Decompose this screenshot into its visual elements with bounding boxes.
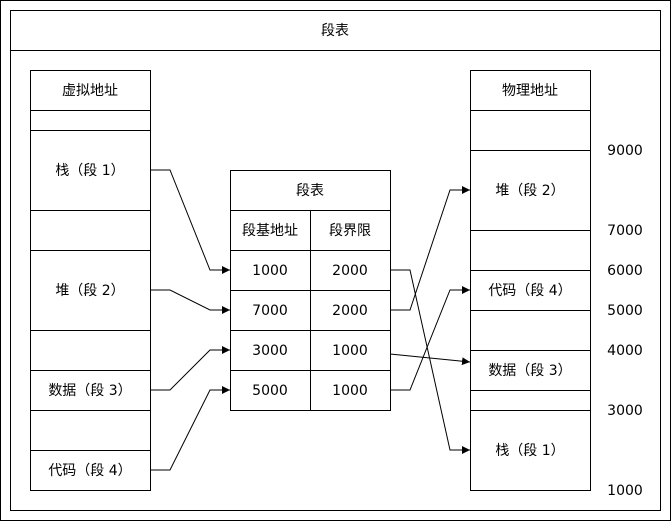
- address-label: 9000: [607, 143, 643, 159]
- physical-cell-label: 数据（段 3）: [488, 363, 571, 379]
- row-base: 7000: [252, 303, 288, 319]
- address-label: 5000: [607, 303, 643, 319]
- address-label: 4000: [607, 343, 643, 359]
- physical-cell: [470, 150, 591, 231]
- arrow-row3-to-data: [389, 353, 471, 366]
- address-labels: 9000 7000 6000 5000 4000 3000 1000: [607, 143, 643, 499]
- virtual-cell: [30, 450, 151, 491]
- row-base: 1000: [252, 263, 288, 279]
- physical-header: 物理地址: [502, 83, 558, 99]
- physical-address-column: 物理地址 堆（段 2） 代码（段 4） 数据（段 3） 栈（段 1）: [470, 70, 591, 491]
- virtual-cell: [30, 410, 151, 451]
- virtual-cell-label: 栈（段 1）: [55, 163, 124, 179]
- row-limit: 2000: [332, 303, 368, 319]
- row-limit: 2000: [332, 263, 368, 279]
- virtual-cell-label: 数据（段 3）: [48, 383, 131, 399]
- col-header-limit: 段界限: [329, 223, 371, 239]
- table-row: [230, 330, 311, 371]
- virtual-cell: [30, 110, 151, 131]
- address-label: 7000: [607, 223, 643, 239]
- table-to-physical-arrows: [389, 186, 471, 454]
- table-row: [230, 250, 311, 291]
- col-header-base: 段基地址: [242, 222, 298, 239]
- physical-cell: [470, 390, 591, 411]
- address-label: 1000: [607, 483, 643, 499]
- physical-cell: [470, 110, 591, 151]
- virtual-cell-label: 代码（段 4）: [48, 463, 131, 479]
- arrow-data-to-row3: [150, 346, 230, 391]
- virtual-cell: [30, 330, 151, 371]
- virtual-cell: [30, 250, 151, 331]
- frame-title: 段表: [321, 23, 349, 39]
- physical-cell-label: 栈（段 1）: [495, 443, 564, 459]
- arrow-code-to-row4: [150, 386, 230, 471]
- segment-table: 段表 段基地址 段界限 1000 2000 7000 2000 3000 100…: [230, 170, 391, 411]
- physical-cell: [470, 230, 591, 271]
- physical-cell-label: 堆（段 2）: [495, 183, 564, 199]
- virtual-cell: [30, 130, 151, 211]
- table-row: [310, 330, 391, 371]
- arrow-heap-to-row2: [150, 289, 230, 314]
- segment-table-title: 段表: [296, 183, 324, 199]
- physical-cell: [470, 410, 591, 491]
- virtual-cell: [30, 370, 151, 411]
- row-base: 5000: [252, 383, 288, 399]
- virtual-cell: [30, 210, 151, 251]
- virtual-to-table-arrows: [150, 169, 230, 471]
- physical-cell: [470, 270, 591, 311]
- arrow-row4-to-code: [390, 286, 470, 391]
- virtual-header: 虚拟地址: [62, 83, 118, 99]
- row-limit: 1000: [332, 343, 368, 359]
- table-row: [310, 250, 391, 291]
- virtual-address-column: 虚拟地址 栈（段 1） 堆（段 2） 数据（段 3） 代码（段 4）: [30, 70, 151, 491]
- physical-cell-label: 代码（段 4）: [488, 283, 571, 299]
- address-label: 6000: [607, 263, 643, 279]
- arrow-row1-to-stack: [390, 269, 470, 454]
- virtual-cell-label: 堆（段 2）: [55, 283, 124, 299]
- row-limit: 1000: [332, 383, 368, 399]
- table-row: [230, 290, 311, 331]
- physical-cell: [470, 310, 591, 351]
- arrow-stack-to-row1: [150, 169, 230, 274]
- arrow-row2-to-heap: [390, 186, 470, 311]
- row-base: 3000: [252, 343, 288, 359]
- address-label: 3000: [607, 403, 643, 419]
